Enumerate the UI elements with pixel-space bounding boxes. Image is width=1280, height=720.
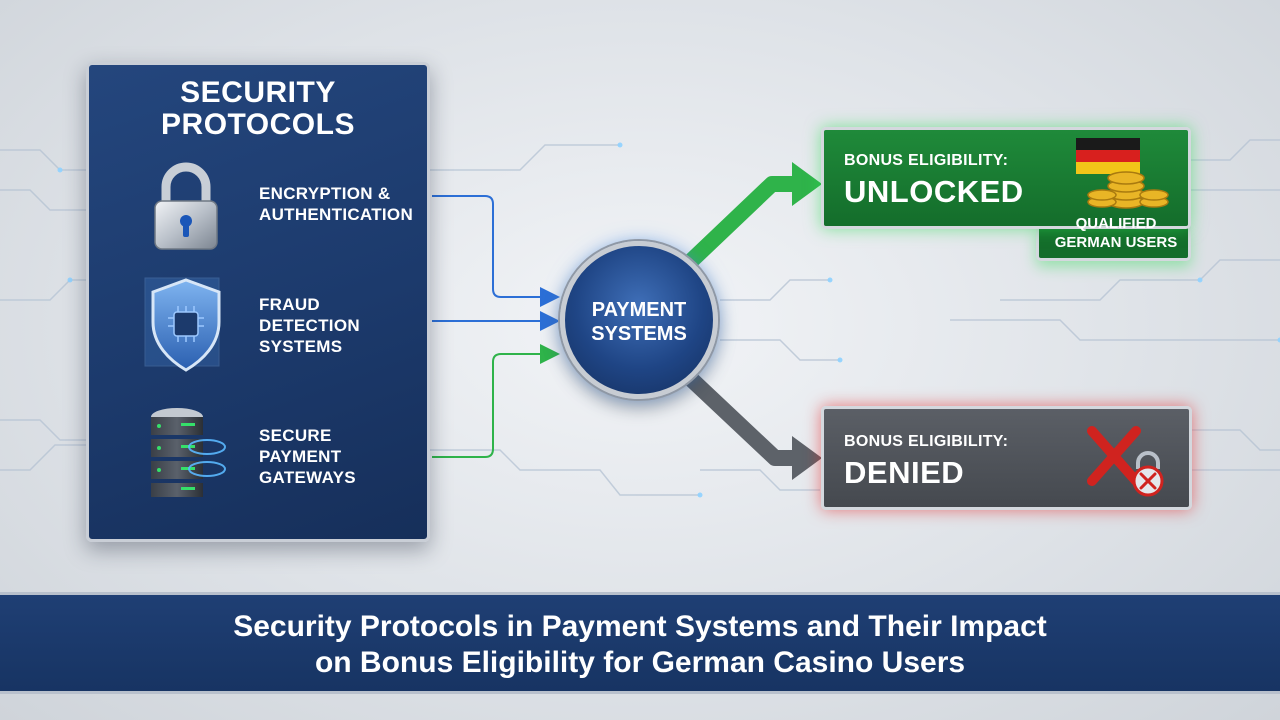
connector-gateways [432,344,560,458]
unlocked-card-tab [1036,225,1191,261]
connector-encryption [432,195,560,307]
denied-subtitle: BONUS ELIGIBILITY: [844,433,1009,450]
payment-systems-hub: PAYMENT SYSTEMS [560,241,718,399]
padlock-icon [154,162,218,250]
unlocked-status: UNLOCKED [844,174,1024,209]
red-x-locked-icon [1087,426,1164,497]
arrow-to-unlocked [684,176,800,268]
arrow-head-unlocked [792,162,822,206]
qualified-users-label: QUALIFIED GERMAN USERS [1054,215,1178,251]
protocol-label-gateways: SECURE PAYMENT GATEWAYS [259,426,356,487]
german-flag-coins-icon [1076,138,1169,209]
protocol-item-gateways: SECURE PAYMENT GATEWAYS [89,401,427,511]
panel-title: SECURITY PROTOCOLS [161,76,355,141]
security-protocols-panel: SECURITY PROTOCOLS ENCRYPTION & AUTHENTI… [86,62,430,542]
arrow-head-denied [792,436,822,480]
protocol-label-encryption: ENCRYPTION & AUTHENTICATION [259,184,414,224]
shield-chip-icon [144,277,221,372]
footer-banner: Security Protocols in Payment Systems an… [0,592,1280,694]
denied-status: DENIED [844,455,965,490]
arrow-to-denied [684,372,798,466]
hub-label: PAYMENT SYSTEMS [591,299,687,345]
protocol-item-encryption: ENCRYPTION & AUTHENTICATION [89,155,427,265]
footer-title: Security Protocols in Payment Systems an… [233,610,1047,679]
eligibility-denied-card: BONUS ELIGIBILITY: DENIED [821,406,1192,510]
protocol-label-fraud: FRAUD DETECTION SYSTEMS [259,295,360,356]
server-database-icon [151,408,226,497]
protocol-item-fraud: FRAUD DETECTION SYSTEMS [89,270,427,380]
unlocked-subtitle: BONUS ELIGIBILITY: [844,152,1009,169]
